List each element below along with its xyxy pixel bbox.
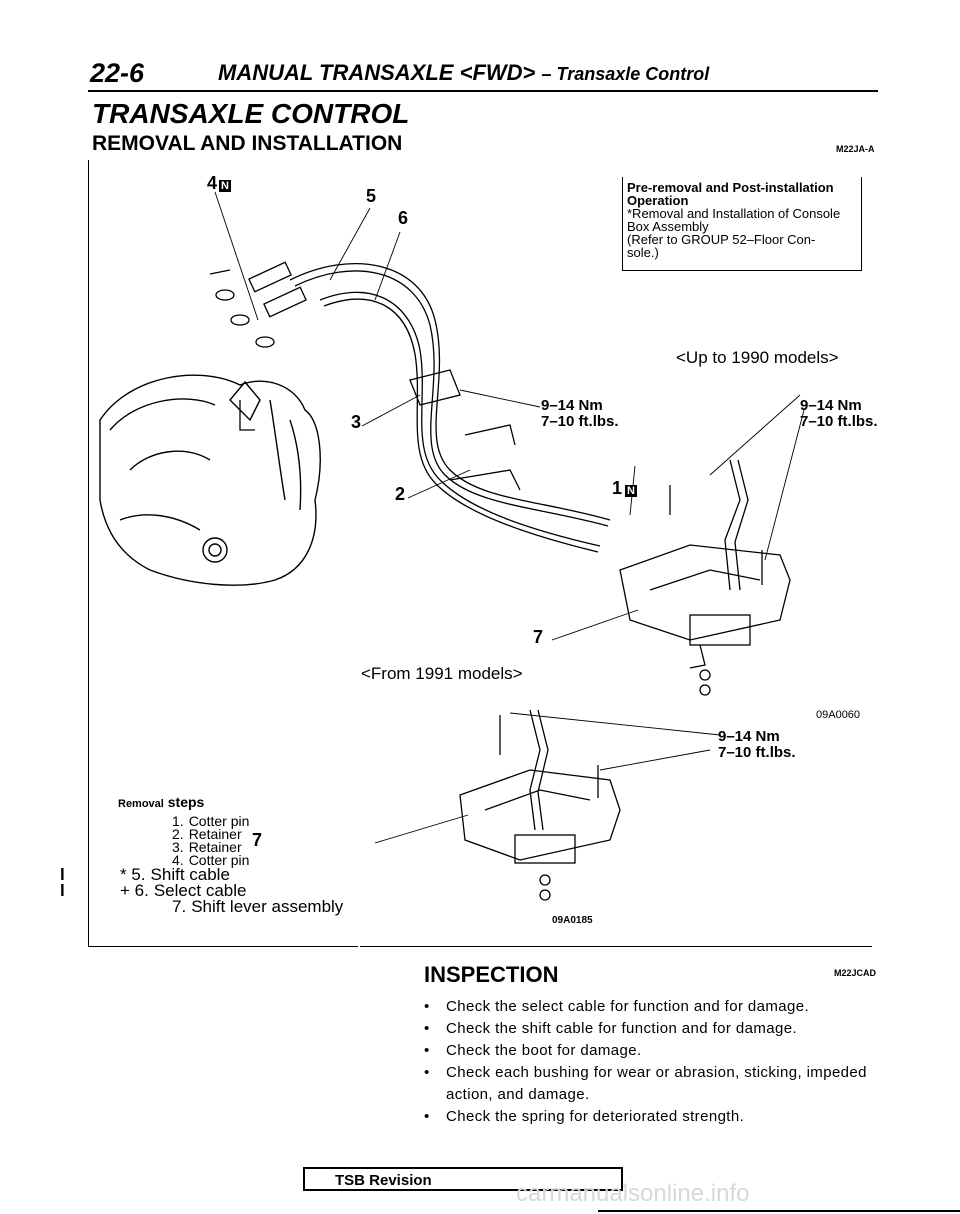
inspection-item-text: Check the shift cable for function and f… (446, 1020, 798, 1037)
removal-step-text: Cotter pin (188, 852, 250, 868)
removal-step-bullet: l (60, 865, 65, 884)
page-header-title: MANUAL TRANSAXLE <FWD> – Transaxle Contr… (218, 60, 709, 86)
callout-6: 6 (398, 208, 409, 228)
removal-step: l + 6.Select cable (60, 881, 343, 900)
torque-spec-lever-bottom: 9–14 Nm 7–10 ft.lbs. (718, 729, 796, 761)
removal-step: 2.Retainer (120, 826, 343, 842)
bullet-icon: • (424, 998, 430, 1015)
shift-lever-bottom (459, 709, 621, 901)
leader-lines (214, 191, 805, 844)
watermark: carmanualsonline.info (516, 1180, 750, 1207)
inspection-item: • Check each bushing for wear or abrasion… (424, 1062, 884, 1106)
removal-step: 3.Retainer (120, 839, 343, 855)
inspection-item: • Check the select cable for function and… (424, 996, 884, 1018)
removal-step: 4.Cotter pin (120, 852, 343, 868)
section-title: TRANSAXLE CONTROL (92, 98, 410, 129)
removal-steps-heading: Removal steps (118, 794, 343, 811)
removal-step-text: Retainer (188, 826, 242, 842)
bullet-icon: • (424, 1108, 430, 1125)
note-line-2: Box Assembly (627, 219, 709, 234)
footer-rule (598, 1210, 960, 1212)
removal-step: 1.Cotter pin (120, 813, 343, 829)
callout-7-top: 7 (533, 627, 544, 647)
callout-5: 5 (366, 186, 377, 206)
removal-steps-heading-a: Removal (118, 798, 164, 810)
torque-ftlbs: 7–10 ft.lbs. (800, 413, 878, 430)
header-subtitle: – Transaxle Control (541, 64, 710, 84)
section-subtitle: REMOVAL AND INSTALLATION (92, 132, 403, 155)
section-divider-left (88, 946, 358, 947)
n-badge-4: N (219, 180, 231, 192)
note-line-1: *Removal and Installation of Console (627, 206, 841, 221)
callout-1-number: 1 (612, 478, 623, 498)
removal-step-bullet: l (60, 881, 65, 900)
torque-nm: 9–14 Nm (800, 397, 862, 414)
removal-steps-heading-b: steps (167, 794, 205, 810)
callout-4-number: 4 (207, 173, 218, 193)
bullet-icon: • (424, 1020, 430, 1037)
torque-spec-cable: 9–14 Nm 7–10 ft.lbs. (541, 398, 619, 430)
inspection-item-text: Check each bushing for wear or abrasion,… (446, 1064, 867, 1103)
section-divider-right (360, 946, 872, 947)
inspection-list: • Check the select cable for function and… (424, 996, 884, 1128)
shift-cable (289, 263, 611, 527)
removal-step: l * 5.Shift cable (60, 865, 343, 884)
shift-lever-top (619, 459, 791, 696)
callout-7-bottom: 7 (252, 830, 263, 850)
bullet-icon: • (424, 1064, 430, 1081)
torque-ftlbs: 7–10 ft.lbs. (718, 744, 796, 761)
header-rule (88, 90, 878, 92)
header-title: MANUAL TRANSAXLE <FWD> (218, 60, 536, 85)
cable-end-parts (209, 261, 307, 431)
inspection-item-text: Check the select cable for function and … (446, 998, 810, 1015)
transaxle-control-diagram (99, 191, 805, 901)
inspection-item: • Check the boot for damage. (424, 1040, 884, 1062)
removal-step-number: + 6. (120, 881, 149, 900)
torque-spec-lever-top: 9–14 Nm 7–10 ft.lbs. (800, 398, 878, 430)
torque-nm: 9–14 Nm (718, 728, 780, 745)
removal-step-text: Cotter pin (188, 813, 250, 829)
removal-step-text: Retainer (188, 839, 242, 855)
figure-code-bottom: 09A0185 (552, 915, 593, 926)
inspection-item: • Check the shift cable for function and … (424, 1018, 884, 1040)
left-margin-rule (88, 160, 89, 947)
removal-step-number: 4. (172, 852, 184, 868)
transaxle-housing (99, 374, 321, 586)
torque-nm: 9–14 Nm (541, 397, 603, 414)
page-number: 22-6 (90, 58, 145, 88)
inspection-title: INSPECTION (424, 962, 559, 987)
note-line-3: (Refer to GROUP 52–Floor Con- (627, 232, 816, 247)
pre-removal-note: Pre-removal and Post-installation Operat… (622, 177, 862, 271)
bullet-icon: • (424, 1042, 430, 1059)
callout-3: 3 (351, 412, 362, 432)
inspection-item-text: Check the boot for damage. (446, 1042, 642, 1059)
torque-ftlbs: 7–10 ft.lbs. (541, 413, 619, 430)
note-heading: Pre-removal and Post-installation Operat… (627, 180, 834, 208)
inspection-item: • Check the spring for deteriorated stren… (424, 1106, 884, 1128)
removal-step-number: 3. (172, 839, 184, 855)
removal-step-number: 2. (172, 826, 184, 842)
tsb-revision-box: TSB Revision (303, 1167, 623, 1191)
select-cable (319, 291, 601, 553)
removal-step-number: 1. (172, 813, 184, 829)
n-badge-1: N (625, 485, 637, 497)
inspection-code: M22JCAD (834, 968, 877, 978)
note-line-4: sole.) (627, 245, 659, 260)
from-1991-label: <From 1991 models> (361, 664, 523, 683)
removal-step: 7.Shift lever assembly (120, 897, 344, 916)
up-to-1990-label: <Up to 1990 models> (676, 348, 839, 367)
figure-code-top: 09A0060 (816, 709, 861, 721)
inspection-item-text: Check the spring for deteriorated streng… (446, 1108, 745, 1125)
callout-2: 2 (395, 484, 406, 504)
removal-step-text: Select cable (153, 881, 247, 900)
removal-step-number: 7. (172, 897, 187, 916)
removal-step-text: Shift lever assembly (191, 897, 344, 916)
removal-step-number: * 5. (120, 865, 146, 884)
section-code: M22JA-A (836, 144, 875, 154)
removal-step-text: Shift cable (150, 865, 230, 884)
